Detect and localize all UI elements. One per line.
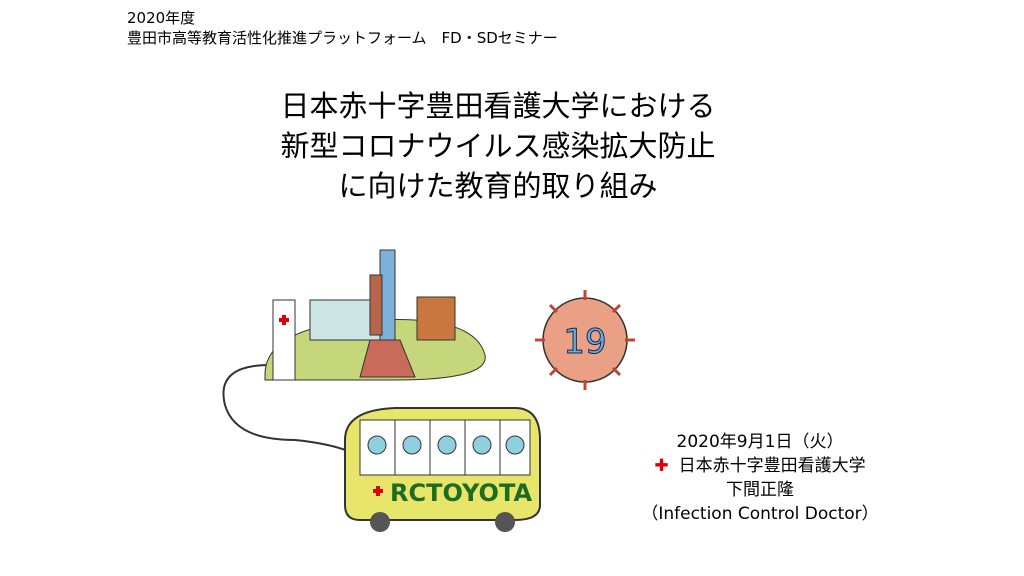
title-line-2: 新型コロナウイルス感染拡大防止 — [280, 129, 716, 163]
title-line-1: 日本赤十字豊田看護大学における — [280, 89, 716, 123]
presentation-date: 2020年9月1日（火） — [676, 432, 844, 452]
presenter-name: 下間正隆 — [726, 480, 794, 500]
stairs — [359, 339, 416, 378]
bus-label: RCTOYOTA — [390, 479, 532, 507]
virus-icon: 19 — [535, 290, 635, 390]
fiscal-year: 2020年度 — [127, 9, 196, 27]
campus-bus-illustration: 19 RCTOYOTA — [222, 249, 635, 532]
presenter-info: 2020年9月1日（火） ✚ 日本赤十字豊田看護大学 下間正隆 （Infectio… — [620, 430, 900, 526]
bus-icon: RCTOYOTA — [344, 407, 541, 532]
program-name: 豊田市高等教育活性化推進プラットフォーム FD・SDセミナー — [127, 29, 558, 47]
title-line-3: に向けた教育的取り組み — [338, 169, 658, 203]
virus-label: 19 — [563, 322, 606, 362]
university-name: 日本赤十字豊田看護大学 — [678, 456, 866, 476]
presenter-role: （Infection Control Doctor） — [641, 504, 879, 524]
red-cross-tower — [272, 299, 296, 381]
red-cross-icon: ✚ — [654, 456, 669, 476]
road-path — [222, 364, 366, 461]
slide-header: 2020年度 豊田市高等教育活性化推進プラットフォーム FD・SDセミナー — [127, 8, 558, 48]
slide-title: 日本赤十字豊田看護大学における 新型コロナウイルス感染拡大防止 に向けた教育的取… — [0, 86, 1024, 206]
